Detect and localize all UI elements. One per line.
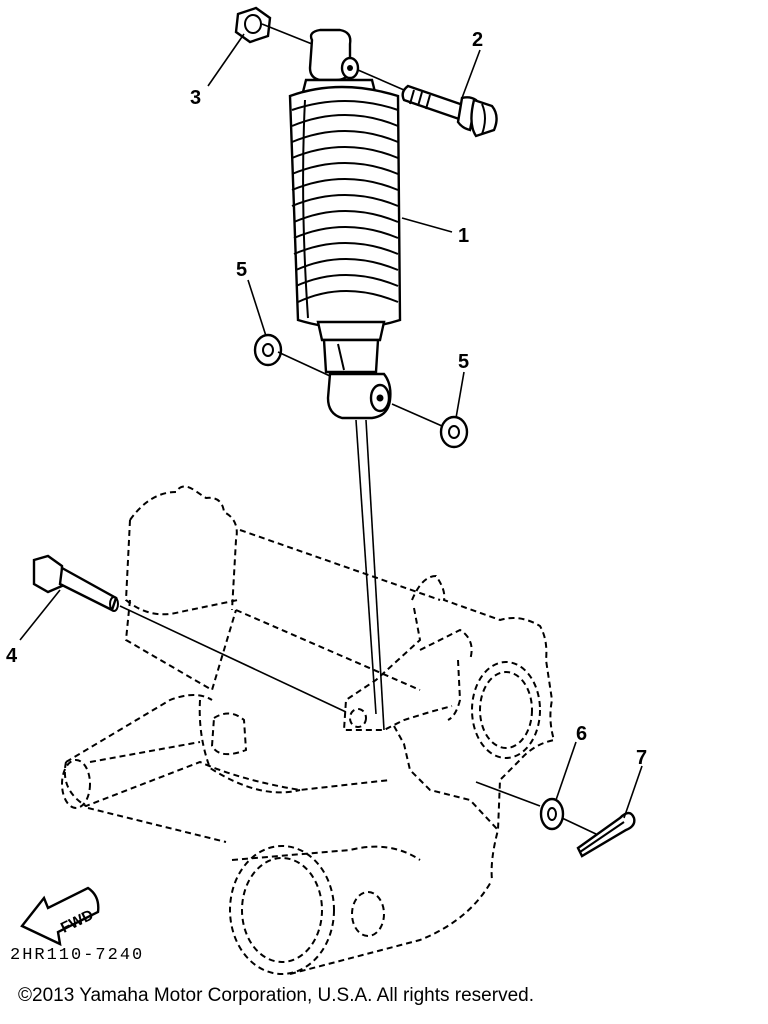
swing-arm — [61, 485, 556, 975]
callout-6: 6 — [576, 723, 587, 745]
callout-7: 7 — [636, 747, 647, 769]
callout-1: 1 — [458, 225, 469, 247]
nut-upper — [234, 6, 272, 44]
collar-right — [439, 415, 469, 449]
callout-4: 4 — [6, 645, 18, 667]
collar-left — [253, 333, 283, 367]
copyright-notice: ©2013 Yamaha Motor Corporation, U.S.A. A… — [18, 985, 534, 1006]
callout-5-right: 5 — [458, 351, 469, 373]
coil-spring — [288, 85, 402, 330]
rear-shock-absorber — [288, 28, 402, 420]
fwd-arrow: FWD — [20, 886, 100, 947]
assembly-lines — [119, 23, 597, 835]
pivot-bolt — [32, 554, 119, 612]
drawing-code: 2HR110-7240 — [10, 946, 145, 965]
callout-3: 3 — [190, 87, 201, 109]
cotter-pin — [576, 811, 636, 858]
washer — [539, 797, 565, 831]
leader-lines — [19, 33, 643, 819]
bolt-upper — [401, 84, 498, 138]
callout-5-left: 5 — [236, 259, 247, 281]
callout-2: 2 — [472, 29, 483, 51]
